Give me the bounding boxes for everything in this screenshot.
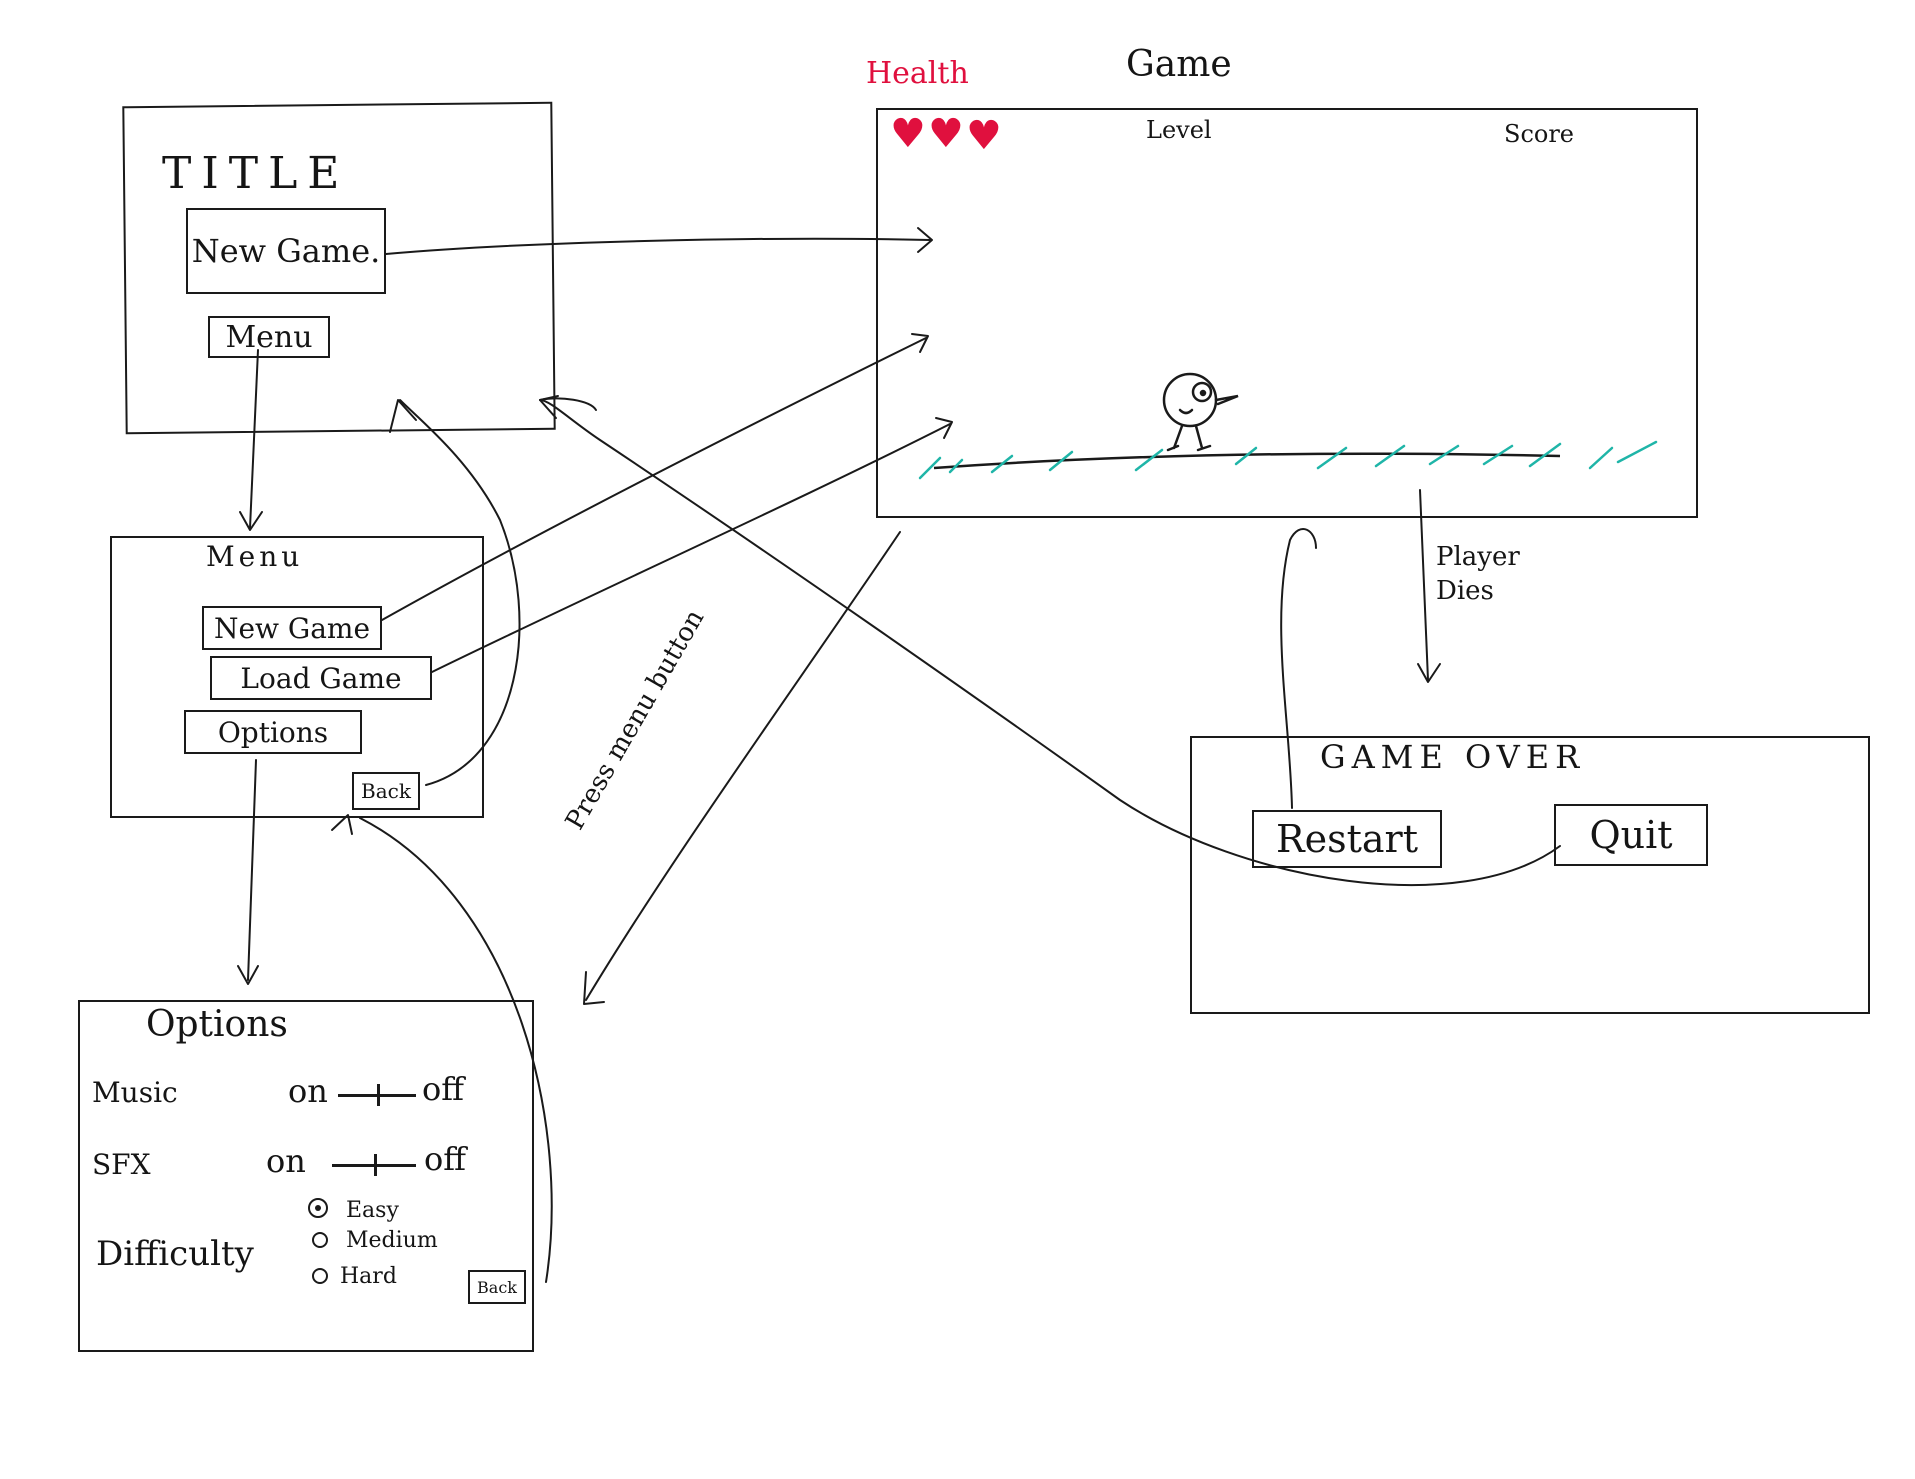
menu-screen [110, 536, 484, 818]
menu-load-game-button[interactable]: Load Game [210, 656, 432, 700]
title-new-game-button[interactable]: New Game. [186, 208, 386, 294]
player-character [1162, 372, 1239, 452]
music-label: Music [92, 1076, 178, 1109]
difficulty-easy-radio[interactable] [308, 1198, 328, 1218]
difficulty-label: Difficulty [96, 1234, 254, 1274]
music-toggle[interactable] [338, 1085, 416, 1104]
heart-icon: ♥ [928, 111, 964, 157]
player-dies-label: Player Dies [1436, 542, 1520, 606]
difficulty-medium-label: Medium [346, 1228, 438, 1253]
game-over-heading: GAME OVER [1320, 738, 1586, 776]
arrow-game-to-gameover [1419, 489, 1429, 681]
difficulty-easy-label: Easy [346, 1198, 399, 1223]
game-heading: Game [1126, 44, 1232, 85]
sfx-on-label: on [266, 1142, 306, 1180]
music-off-label: off [422, 1070, 464, 1108]
game-scene [918, 372, 1658, 480]
options-back-button[interactable]: Back [468, 1270, 526, 1304]
level-label: Level [1146, 116, 1212, 144]
heart-icon: ♥ [890, 111, 926, 157]
game-over-screen [1190, 736, 1870, 1014]
menu-back-button[interactable]: Back [352, 772, 420, 810]
press-menu-button-label: Press menu button [560, 604, 711, 835]
options-screen [78, 1000, 534, 1352]
title-heading: TITLE [162, 148, 350, 199]
ground-line [933, 452, 1561, 470]
sfx-toggle[interactable] [332, 1155, 416, 1174]
music-on-label: on [288, 1072, 328, 1110]
heart-icon: ♥ [966, 113, 1002, 159]
ground-grass [918, 440, 1658, 480]
menu-options-button[interactable]: Options [184, 710, 362, 754]
health-label: Health [866, 56, 969, 91]
quit-button[interactable]: Quit [1554, 804, 1708, 866]
difficulty-hard-radio[interactable] [312, 1268, 328, 1284]
options-heading: Options [146, 1004, 288, 1045]
arrow-game-to-options [585, 531, 901, 1001]
score-label: Score [1504, 120, 1575, 148]
difficulty-medium-radio[interactable] [312, 1232, 328, 1248]
sfx-label: SFX [92, 1148, 151, 1181]
menu-new-game-button[interactable]: New Game [202, 606, 382, 650]
restart-button[interactable]: Restart [1252, 810, 1442, 868]
menu-heading: Menu [206, 540, 304, 573]
sfx-off-label: off [424, 1140, 466, 1178]
difficulty-hard-label: Hard [340, 1264, 397, 1289]
title-menu-button[interactable]: Menu [208, 316, 330, 358]
game-screen [876, 108, 1698, 518]
